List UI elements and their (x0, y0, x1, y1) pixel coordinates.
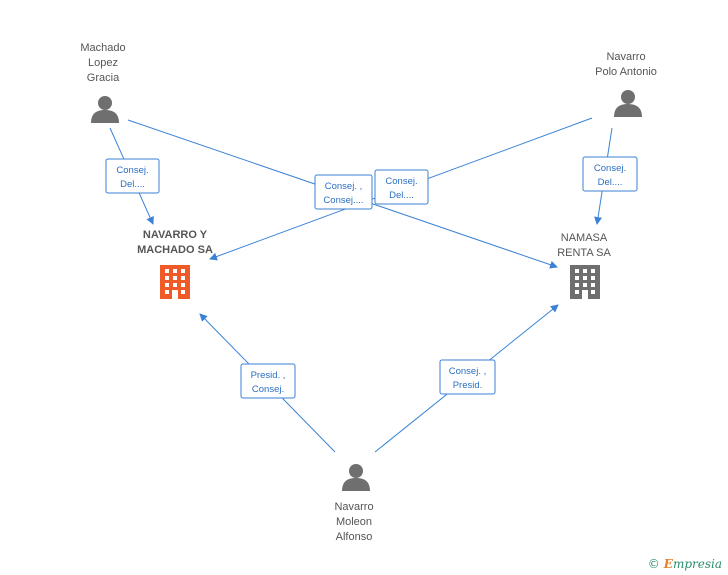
node-navarro-moleon-label-line3: Alfonso (336, 531, 373, 543)
node-navarro-machado-sa-label-line2: MACHADO SA (137, 244, 213, 256)
node-navarro-moleon-alfonso[interactable]: Navarro Moleon Alfonso (334, 464, 374, 543)
node-namasa-label-line2: RENTA SA (557, 247, 611, 259)
edge-label-e3-line2: Del.... (389, 190, 414, 201)
node-navarro-moleon-label-line1: Navarro (334, 501, 373, 513)
node-navarro-machado-sa-label-line1: NAVARRO Y (143, 229, 208, 241)
copyright-icon: © (647, 557, 660, 571)
node-machado-label-line1: Machado (80, 42, 125, 54)
edge-label-e5-line1: Presid. , (251, 370, 286, 381)
person-icon (91, 96, 119, 123)
building-icon (570, 265, 600, 299)
edge-label-e3-line1: Consej. (385, 176, 417, 187)
node-navarro-polo-label-line2: Polo Antonio (595, 66, 657, 78)
node-machado-lopez-gracia[interactable]: Machado Lopez Gracia (80, 42, 126, 123)
edge-label-e6-line1: Consej. , (449, 366, 487, 377)
person-icon (614, 90, 642, 117)
edge-label-e4-line2: Del.... (598, 177, 623, 188)
node-machado-label-line2: Lopez (88, 57, 118, 69)
edge-label-e6[interactable]: Consej. , Presid. (439, 359, 496, 395)
node-navarro-moleon-label-line2: Moleon (336, 516, 372, 528)
edge-label-e5-line2: Consej. (252, 384, 284, 395)
edge-label-e5[interactable]: Presid. , Consej. (240, 363, 296, 399)
edge-label-e6-line2: Presid. (453, 380, 483, 391)
node-machado-label-line3: Gracia (87, 72, 120, 84)
brand-name: mpresia (672, 557, 722, 571)
edge-label-e2-line1: Consej. , (325, 181, 363, 192)
edge-label-e4-line1: Consej. (594, 163, 626, 174)
node-namasa-renta-sa[interactable]: NAMASA RENTA SA (557, 232, 611, 299)
brand-initial: E (663, 557, 673, 571)
node-navarro-polo-label-line1: Navarro (606, 51, 645, 63)
edge-label-e1[interactable]: Consej. Del.... (105, 158, 160, 194)
edge-label-e2[interactable]: Consej. , Consej.... (314, 174, 373, 210)
edge-label-e1-line2: Del.... (120, 179, 145, 190)
edge-label-e1-line1: Consej. (116, 165, 148, 176)
node-namasa-label-line1: NAMASA (561, 232, 608, 244)
edge-label-e4[interactable]: Consej. Del.... (582, 156, 638, 192)
node-navarro-y-machado-sa[interactable]: NAVARRO Y MACHADO SA (137, 229, 213, 299)
node-navarro-polo-antonio[interactable]: Navarro Polo Antonio (595, 51, 657, 117)
building-icon (160, 265, 190, 299)
edge-label-e2-line2: Consej.... (323, 195, 363, 206)
person-icon (342, 464, 370, 491)
edge-label-e3[interactable]: Consej. Del.... (374, 169, 429, 205)
copyright-notice: ©Empresia (648, 557, 722, 571)
